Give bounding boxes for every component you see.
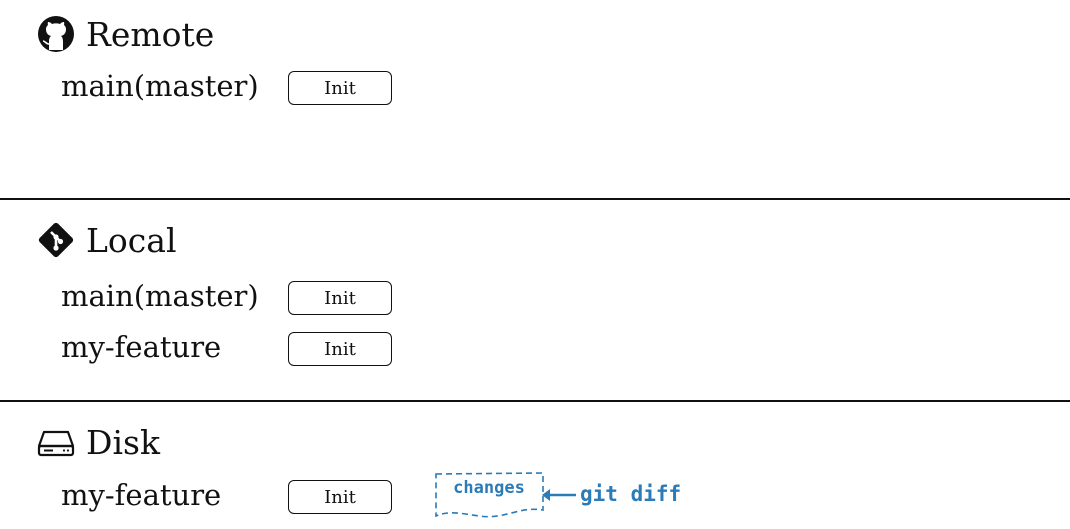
remote-title: Remote	[86, 14, 215, 54]
changes-dashed-outline	[435, 472, 544, 518]
working-changes-box[interactable]: changes	[434, 470, 546, 522]
divider-remote-local	[0, 198, 1070, 200]
local-main-commit-box[interactable]: Init	[288, 281, 392, 315]
changes-label: changes	[453, 478, 525, 498]
remote-branch-main: main(master)	[61, 69, 259, 103]
disk-branch-my-feature: my-feature	[61, 478, 222, 512]
local-branch-main: main(master)	[61, 279, 259, 313]
local-section-title: Local	[36, 220, 177, 260]
disk-section-title: Disk	[36, 422, 160, 462]
git-diff-command: git diff	[580, 482, 682, 506]
local-feature-commit-box[interactable]: Init	[288, 332, 392, 366]
disk-feature-commit-box[interactable]: Init	[288, 480, 392, 514]
diff-arrow	[542, 489, 576, 501]
divider-local-disk	[0, 400, 1070, 402]
hard-drive-icon	[36, 422, 76, 462]
remote-main-commit-box[interactable]: Init	[288, 71, 392, 105]
github-icon	[36, 14, 76, 54]
disk-title: Disk	[86, 422, 160, 462]
git-diamond-icon	[36, 220, 76, 260]
local-branch-my-feature: my-feature	[61, 330, 222, 364]
remote-section-title: Remote	[36, 14, 214, 54]
local-title: Local	[86, 220, 177, 260]
